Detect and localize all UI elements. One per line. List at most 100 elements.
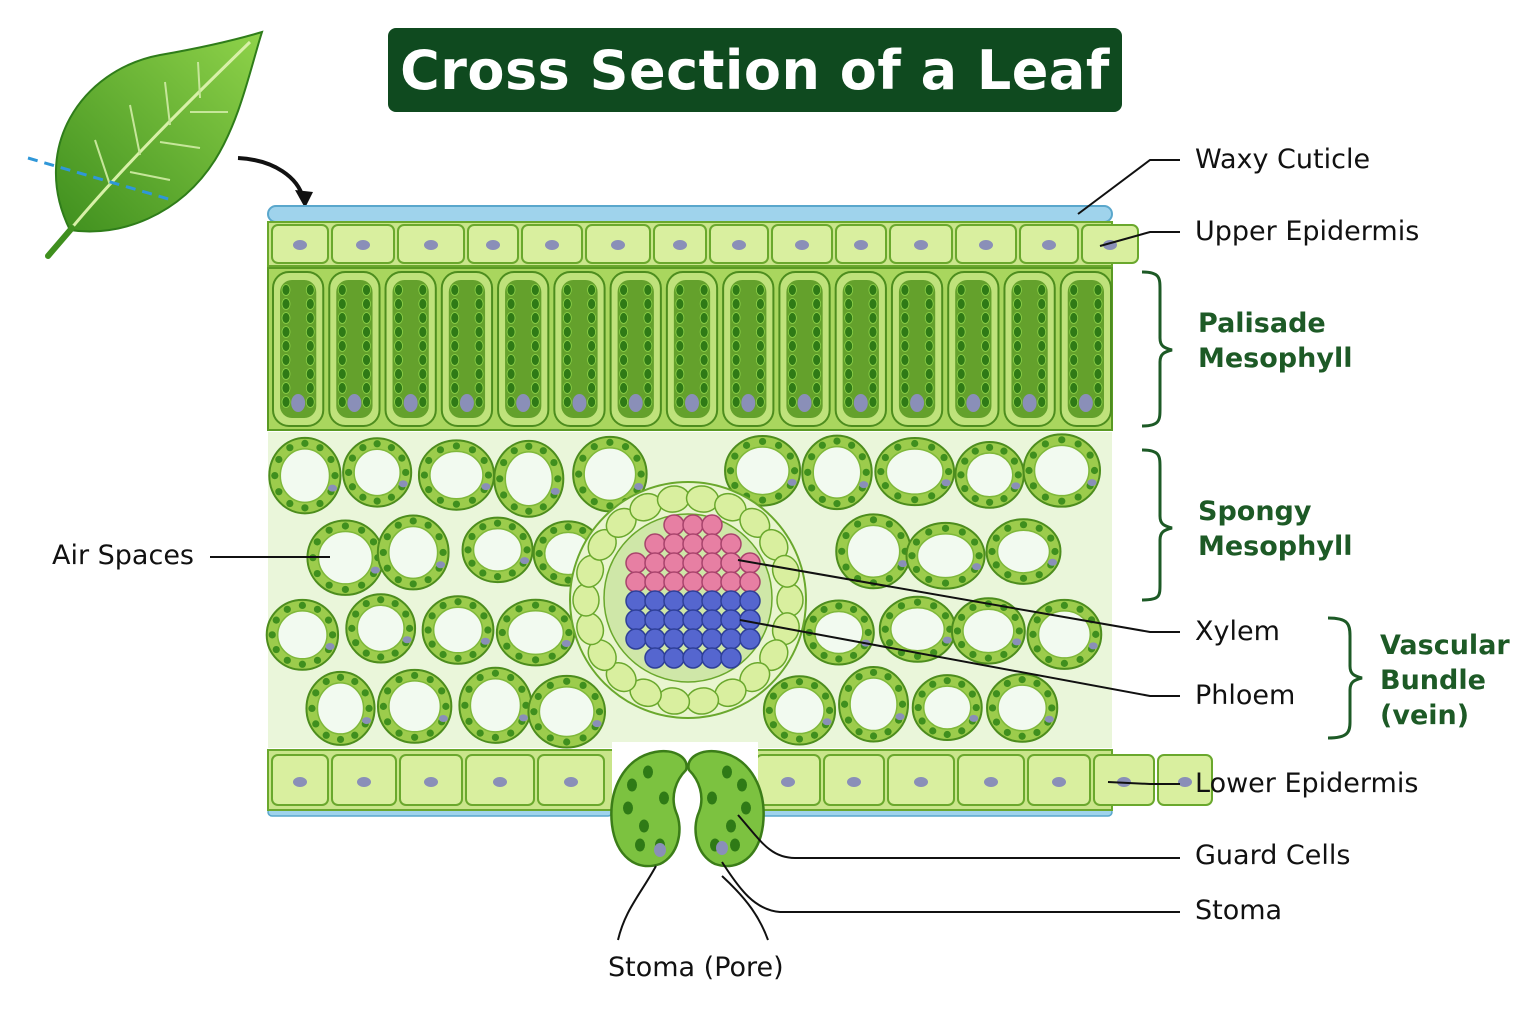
chloroplast: [312, 689, 320, 697]
chloroplast: [808, 484, 816, 492]
chloroplast: [436, 496, 445, 504]
chloroplast: [912, 538, 921, 546]
chloroplast: [1011, 613, 1019, 621]
chloroplast: [531, 601, 540, 609]
cell-nucleus: [545, 240, 559, 250]
chloroplast: [359, 493, 367, 501]
chloroplast: [1010, 457, 1019, 465]
chloroplast: [877, 467, 885, 476]
chloroplast: [525, 507, 533, 515]
chloroplast: [984, 654, 992, 662]
chloroplast: [868, 354, 878, 366]
chloroplast: [1025, 466, 1033, 475]
chloroplast: [337, 284, 347, 296]
chloroplast: [562, 340, 572, 352]
chloroplast: [844, 312, 854, 324]
chloroplast: [1013, 382, 1022, 394]
chloroplast: [373, 497, 381, 505]
chloroplast: [534, 723, 542, 731]
chloroplast: [756, 298, 765, 310]
cell-nucleus: [356, 240, 370, 250]
bundle-sheath-cell: [572, 583, 600, 617]
chloroplast: [546, 734, 554, 742]
chloroplast: [312, 720, 320, 728]
chloroplast: [316, 444, 324, 452]
chloroplast: [272, 645, 280, 654]
cell-nucleus: [984, 777, 998, 787]
chloroplast: [1069, 298, 1079, 310]
chloroplast: [1092, 630, 1100, 638]
chloroplast: [484, 471, 493, 479]
chloroplast: [756, 284, 765, 296]
chloroplast: [925, 575, 933, 584]
chloroplast: [953, 627, 962, 635]
chloroplast: [930, 602, 938, 610]
chloroplast: [958, 575, 966, 584]
chloroplast: [452, 500, 461, 508]
chloroplast: [327, 455, 335, 464]
chloroplast: [450, 312, 460, 324]
bracket-palisade: [1141, 270, 1173, 428]
xylem-cell: [663, 552, 685, 574]
label-vascular-line2: Bundle: [1380, 665, 1486, 697]
air-space: [774, 686, 825, 735]
cell-nucleus: [910, 394, 925, 412]
chloroplast: [539, 536, 547, 544]
cell-nucleus: [357, 777, 371, 787]
chloroplast: [1037, 340, 1047, 352]
chloroplast: [1033, 616, 1041, 624]
chloroplast: [395, 675, 403, 684]
air-space: [583, 447, 637, 502]
chloroplast: [848, 441, 856, 449]
chloroplast: [756, 326, 765, 338]
chloroplast: [1045, 605, 1053, 613]
leader-stoma: [721, 861, 1180, 913]
air-space: [504, 451, 554, 507]
chloroplast: [418, 312, 428, 324]
chloroplast: [281, 326, 291, 338]
chloroplast: [1029, 630, 1037, 638]
chloroplast: [565, 628, 573, 637]
chloroplast: [924, 340, 934, 352]
chloroplast: [780, 681, 789, 690]
chloroplast: [283, 605, 291, 613]
label-spongy-line1: Spongy: [1198, 496, 1312, 527]
chloroplast: [675, 340, 685, 352]
leader-guard-cells: [737, 814, 1180, 859]
chloroplast: [897, 602, 906, 610]
cell-nucleus: [293, 240, 307, 250]
air-space: [472, 527, 523, 572]
chloroplast: [619, 326, 628, 338]
chloroplast: [918, 690, 926, 698]
phloem-cell: [644, 647, 666, 669]
cell-nucleus: [1047, 558, 1057, 566]
label-vascular-line3: (vein): [1380, 700, 1470, 732]
chloroplast: [379, 702, 388, 710]
chloroplast: [918, 717, 926, 725]
cell-nucleus: [293, 777, 307, 787]
chloroplast: [373, 440, 381, 448]
label-phloem: Phloem: [1195, 680, 1296, 711]
chloroplast: [619, 298, 628, 310]
chloroplast: [450, 368, 460, 380]
chloroplast: [369, 538, 378, 546]
chloroplast: [992, 561, 1000, 569]
chloroplast: [1037, 354, 1047, 366]
air-space: [429, 450, 484, 500]
cell-nucleus: [966, 394, 981, 412]
chloroplast: [1086, 451, 1094, 459]
chloroplast: [731, 354, 741, 366]
chloroplast: [958, 727, 966, 735]
chloroplast: [562, 326, 572, 338]
chloroplast: [1013, 396, 1022, 408]
chloroplast: [530, 368, 540, 380]
chloroplast: [619, 396, 628, 408]
chloroplast: [812, 284, 822, 296]
chloroplast: [563, 677, 571, 685]
chloroplast: [868, 326, 878, 338]
chloroplast: [1004, 571, 1012, 579]
chloroplast: [450, 354, 460, 366]
chloroplast: [898, 700, 907, 708]
chloroplast: [394, 312, 403, 324]
chloroplast: [454, 654, 462, 662]
